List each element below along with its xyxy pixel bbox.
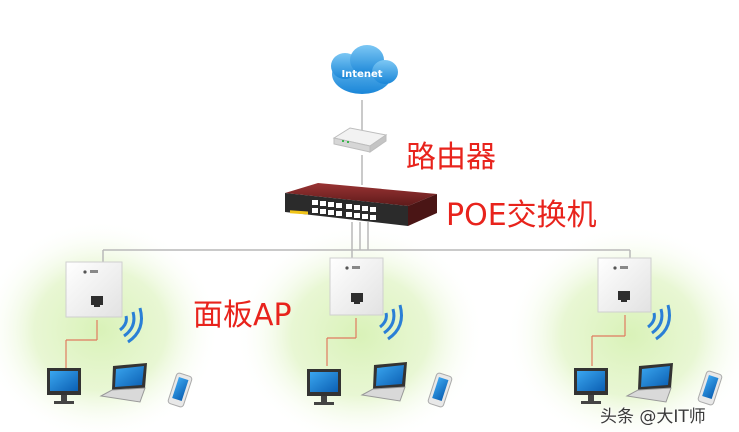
desktop-monitor-left-icon	[47, 368, 81, 404]
panel-ap-label: 面板AP	[193, 298, 292, 333]
laptop-left-icon	[99, 363, 147, 403]
halo-right	[505, 225, 739, 432]
laptop-center-icon	[360, 362, 407, 402]
phone-center-icon	[427, 372, 453, 408]
client-links	[65, 315, 626, 368]
halo-center	[235, 225, 485, 432]
ap-panel-left-icon	[65, 261, 123, 318]
ap-panel-right-icon	[597, 257, 652, 313]
ap-panel-center-icon	[329, 257, 384, 316]
wifi-signal-left-icon	[119, 307, 143, 344]
desktop-monitor-right-icon	[574, 368, 608, 404]
laptop-right-icon	[625, 363, 673, 403]
desktop-monitor-center-icon	[307, 369, 341, 405]
watermark: 头条 @大IT师	[600, 407, 706, 427]
wifi-signal-center-icon	[379, 304, 403, 341]
phone-left-icon	[167, 372, 193, 408]
poe-switch-icon	[285, 183, 437, 226]
router-icon	[332, 127, 388, 153]
link-lines	[102, 100, 631, 262]
internet-cloud-icon: Intenet	[331, 45, 398, 94]
halo-left	[0, 220, 220, 432]
wifi-signal-right-icon	[647, 304, 671, 341]
phone-right-icon	[697, 370, 723, 406]
cloud-label: Intenet	[341, 69, 382, 80]
router-label: 路由器	[406, 140, 496, 175]
poe-switch-label: POE交换机	[446, 198, 597, 233]
